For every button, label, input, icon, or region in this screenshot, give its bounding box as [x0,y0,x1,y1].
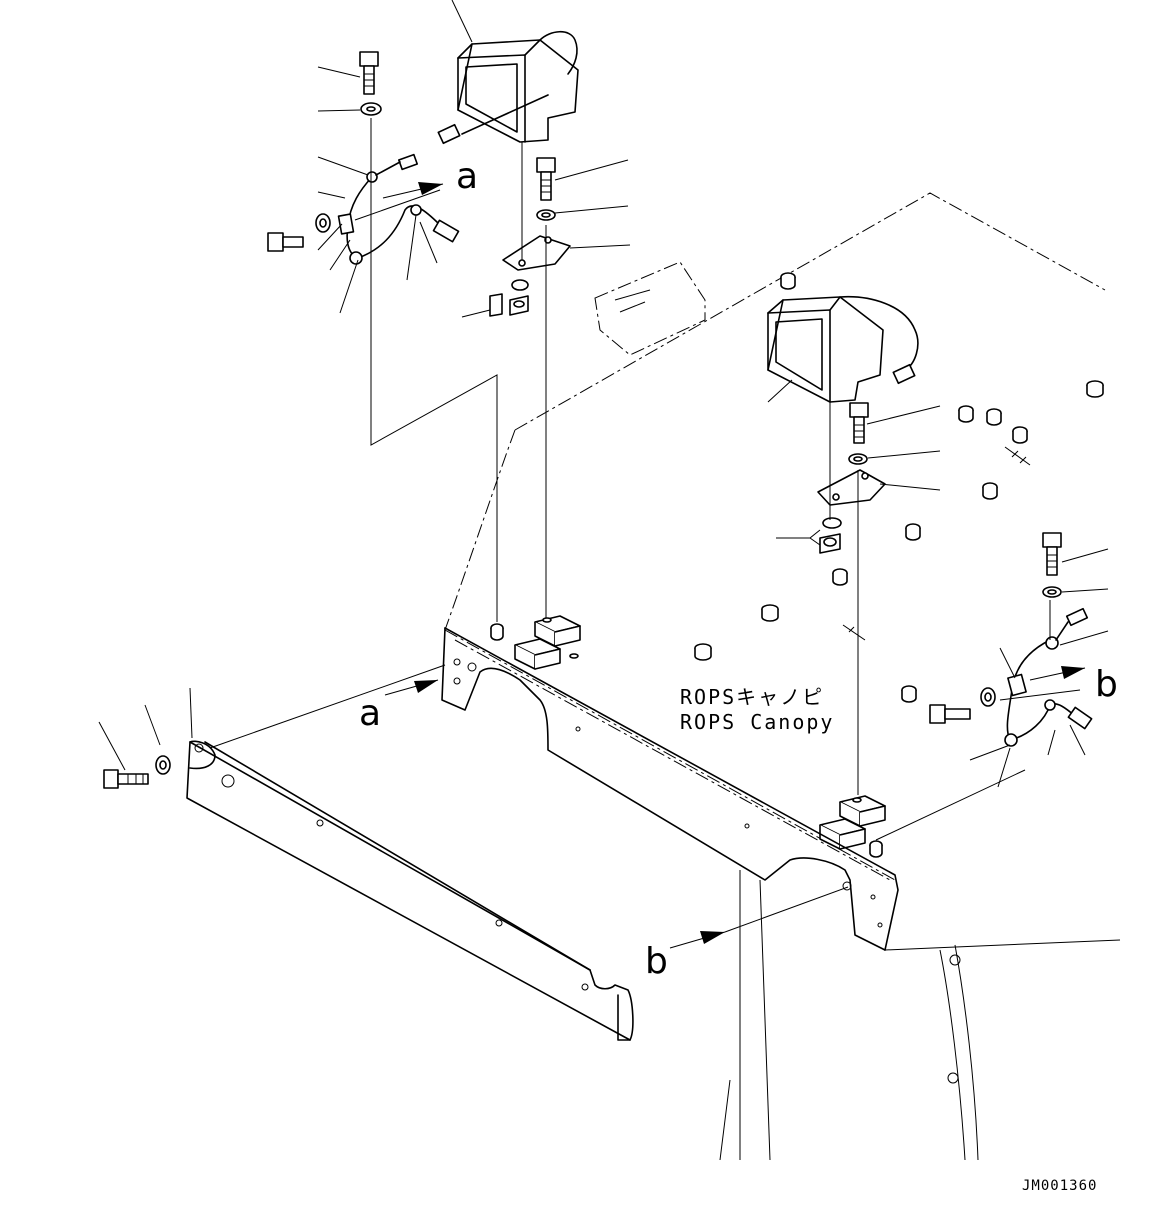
alignment-lines [209,118,1081,841]
bolt-left [359,51,379,95]
ref-label-a-mid: a [359,693,381,734]
reference-arrows [382,182,1086,949]
washer-far-right [1042,586,1062,598]
mounting-block-right [819,795,886,850]
washer-mid [536,209,556,221]
ref-label-a-top: a [456,156,478,197]
work-lamp-left [437,30,579,145]
cover-plate [186,740,634,1041]
canopy-outline [444,192,1106,881]
bolt-cover-plate [103,769,149,789]
leader-lines [98,0,1109,788]
washer-cover-plate [155,755,171,775]
harness-right [1004,607,1093,747]
drawing-code: JM001360 [1022,1178,1097,1194]
canopy-label-en: ROPS Canopy [680,710,834,734]
nut-right [819,517,842,554]
washer-right-lamp [848,453,868,465]
bolt-far-right [1042,532,1062,576]
lamp-bracket-right [817,469,886,506]
harness-left [337,153,460,265]
work-lamp-right [767,295,919,403]
nut-left [489,279,529,317]
ref-label-b-right: b [1095,664,1118,705]
ref-label-b-bottom: b [645,941,668,982]
bolt-right-lamp [849,402,869,444]
bolt-mid [536,157,556,201]
bolt-small-right [929,687,996,724]
washer-left [360,102,382,116]
mounting-block-left [514,615,581,670]
lamp-bracket-left [502,235,571,271]
canopy-label-jp: ROPSキャノピ [680,685,824,709]
lamp-ghost-outline [594,261,706,356]
canopy-bosses [490,272,1104,858]
canopy-frame-beam [441,627,1121,1161]
bolt-small-left [267,213,331,252]
